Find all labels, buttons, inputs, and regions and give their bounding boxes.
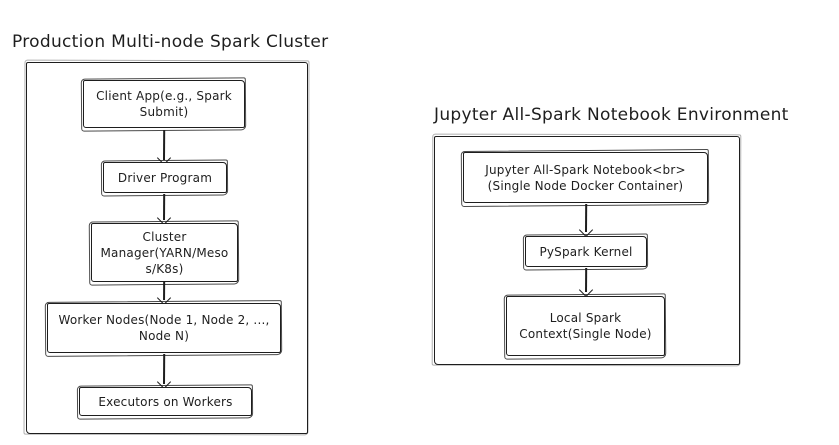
node-client-app-label: Client App(e.g., Spark Submit) <box>96 89 232 119</box>
node-driver-program-label: Driver Program <box>117 170 213 185</box>
node-jupyter-notebook-label: Jupyter All-Spark Notebook<br> (Single N… <box>485 162 686 193</box>
node-worker-nodes-label: Worker Nodes(Node 1, Node 2, ..., Node N… <box>58 313 270 343</box>
node-executors: Executors on Workers <box>79 387 252 416</box>
node-cluster-manager-label: Cluster Manager(YARN/Meso s/K8s) <box>100 229 229 276</box>
node-pyspark-kernel: PySpark Kernel <box>525 236 647 267</box>
arrow-pyspark-kernel-to-local-spark-context <box>578 267 594 298</box>
arrow-client-app-to-driver-program <box>156 129 172 166</box>
node-driver-program: Driver Program <box>103 162 227 193</box>
node-client-app: Client App(e.g., Spark Submit) <box>83 80 245 128</box>
cluster-title-production: Production Multi-node Spark Cluster <box>12 32 329 52</box>
node-local-spark-context: Local Spark Context(Single Node) <box>506 296 665 356</box>
node-local-spark-context-label: Local Spark Context(Single Node) <box>519 311 652 341</box>
node-jupyter-notebook: Jupyter All-Spark Notebook<br> (Single N… <box>463 152 708 203</box>
node-cluster-manager: Cluster Manager(YARN/Meso s/K8s) <box>91 223 238 282</box>
node-executors-label: Executors on Workers <box>98 394 233 409</box>
arrow-driver-program-to-cluster-manager <box>156 193 172 226</box>
node-pyspark-kernel-label: PySpark Kernel <box>539 244 633 259</box>
node-worker-nodes: Worker Nodes(Node 1, Node 2, ..., Node N… <box>47 303 281 353</box>
arrow-cluster-manager-to-worker-nodes <box>156 281 172 306</box>
arrow-worker-nodes-to-executors <box>156 353 172 390</box>
arrow-jupyter-notebook-to-pyspark-kernel <box>578 203 594 238</box>
cluster-title-jupyter: Jupyter All-Spark Notebook Environment <box>434 105 789 125</box>
